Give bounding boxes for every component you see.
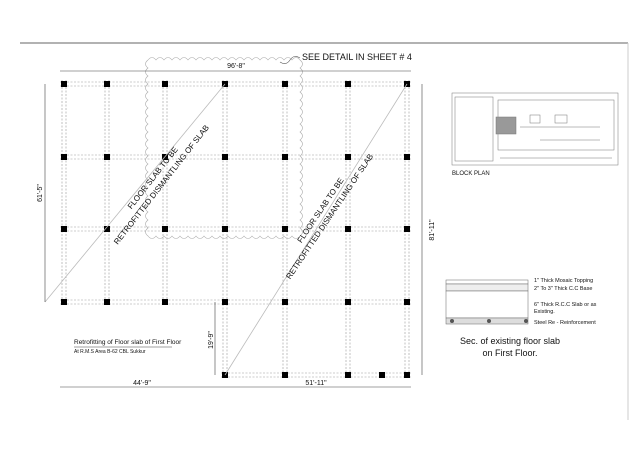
section-caption-line2: on First Floor. [482, 348, 537, 358]
column-marker [104, 299, 110, 305]
dimension-step: 19'-9" [208, 331, 215, 349]
dimension-bottom-right: 51'-11" [305, 380, 327, 387]
column-marker [104, 81, 110, 87]
dimension-lines [44, 70, 423, 388]
section-layer-label: Steel Re - Reinforcement [534, 320, 596, 326]
slab-note: FLOOR SLAB TO BE RETROFITTED DISMANTLING… [284, 152, 375, 280]
block-plan-label: BLOCK PLAN [452, 171, 490, 177]
column-marker [61, 154, 67, 160]
diagonal-line [224, 83, 408, 376]
column-marker [379, 372, 385, 378]
column-marker [345, 226, 351, 232]
column-marker [345, 299, 351, 305]
section-layer-label: Existing. [534, 309, 555, 315]
column-marker [61, 226, 67, 232]
dimension-left: 61'-5" [37, 184, 44, 202]
column-marker [404, 372, 410, 378]
column-marker [404, 299, 410, 305]
column-marker [282, 226, 288, 232]
diagonal-line [44, 83, 226, 303]
callout-leader [279, 56, 301, 64]
revision-cloud [145, 57, 303, 239]
column-marker [104, 226, 110, 232]
revision-cloud-outline [145, 57, 303, 239]
column-marker [345, 81, 351, 87]
column-marker [162, 226, 168, 232]
column-marker [222, 299, 228, 305]
column-marker [345, 372, 351, 378]
column-marker [61, 299, 67, 305]
column-marker [61, 81, 67, 87]
column-marker [404, 154, 410, 160]
column-marker [282, 299, 288, 305]
column-marker [282, 154, 288, 160]
column-grid [60, 80, 411, 378]
drawing-subtitle: At R.M.S Area B-62 CBL Sukkur [74, 349, 146, 355]
column-marker [404, 226, 410, 232]
dimension-top: 96'-8" [227, 63, 245, 70]
column-marker [162, 81, 168, 87]
column-marker [162, 299, 168, 305]
detail-callout: SEE DETAIL IN SHEET # 4 [302, 52, 412, 62]
dimension-right: 81'-11" [429, 219, 436, 241]
section-layer-label: 2" To 3" Thick C.C Base [534, 286, 592, 292]
column-marker [222, 154, 228, 160]
column-marker [222, 226, 228, 232]
section-caption-line1: Sec. of existing floor slab [460, 336, 560, 346]
column-marker [345, 154, 351, 160]
slab-note-line2: RETROFITTED DISMANTLING OF SLAB [284, 152, 375, 280]
slab-note-line2: RETROFITTED DISMANTLING OF SLAB [112, 123, 211, 246]
drawing-title: Retrofitting of Floor slab of First Floo… [74, 339, 182, 346]
column-marker [282, 372, 288, 378]
dimension-bottom-left: 44'-9" [133, 380, 151, 387]
block-plan [451, 92, 619, 166]
section-layer-label: 1" Thick Mosaic Topping [534, 278, 593, 284]
column-marker [104, 154, 110, 160]
section-layer-label: 6" Thick R.C.C Slab or as [534, 302, 597, 308]
column-marker [282, 81, 288, 87]
slab-section [445, 279, 529, 325]
